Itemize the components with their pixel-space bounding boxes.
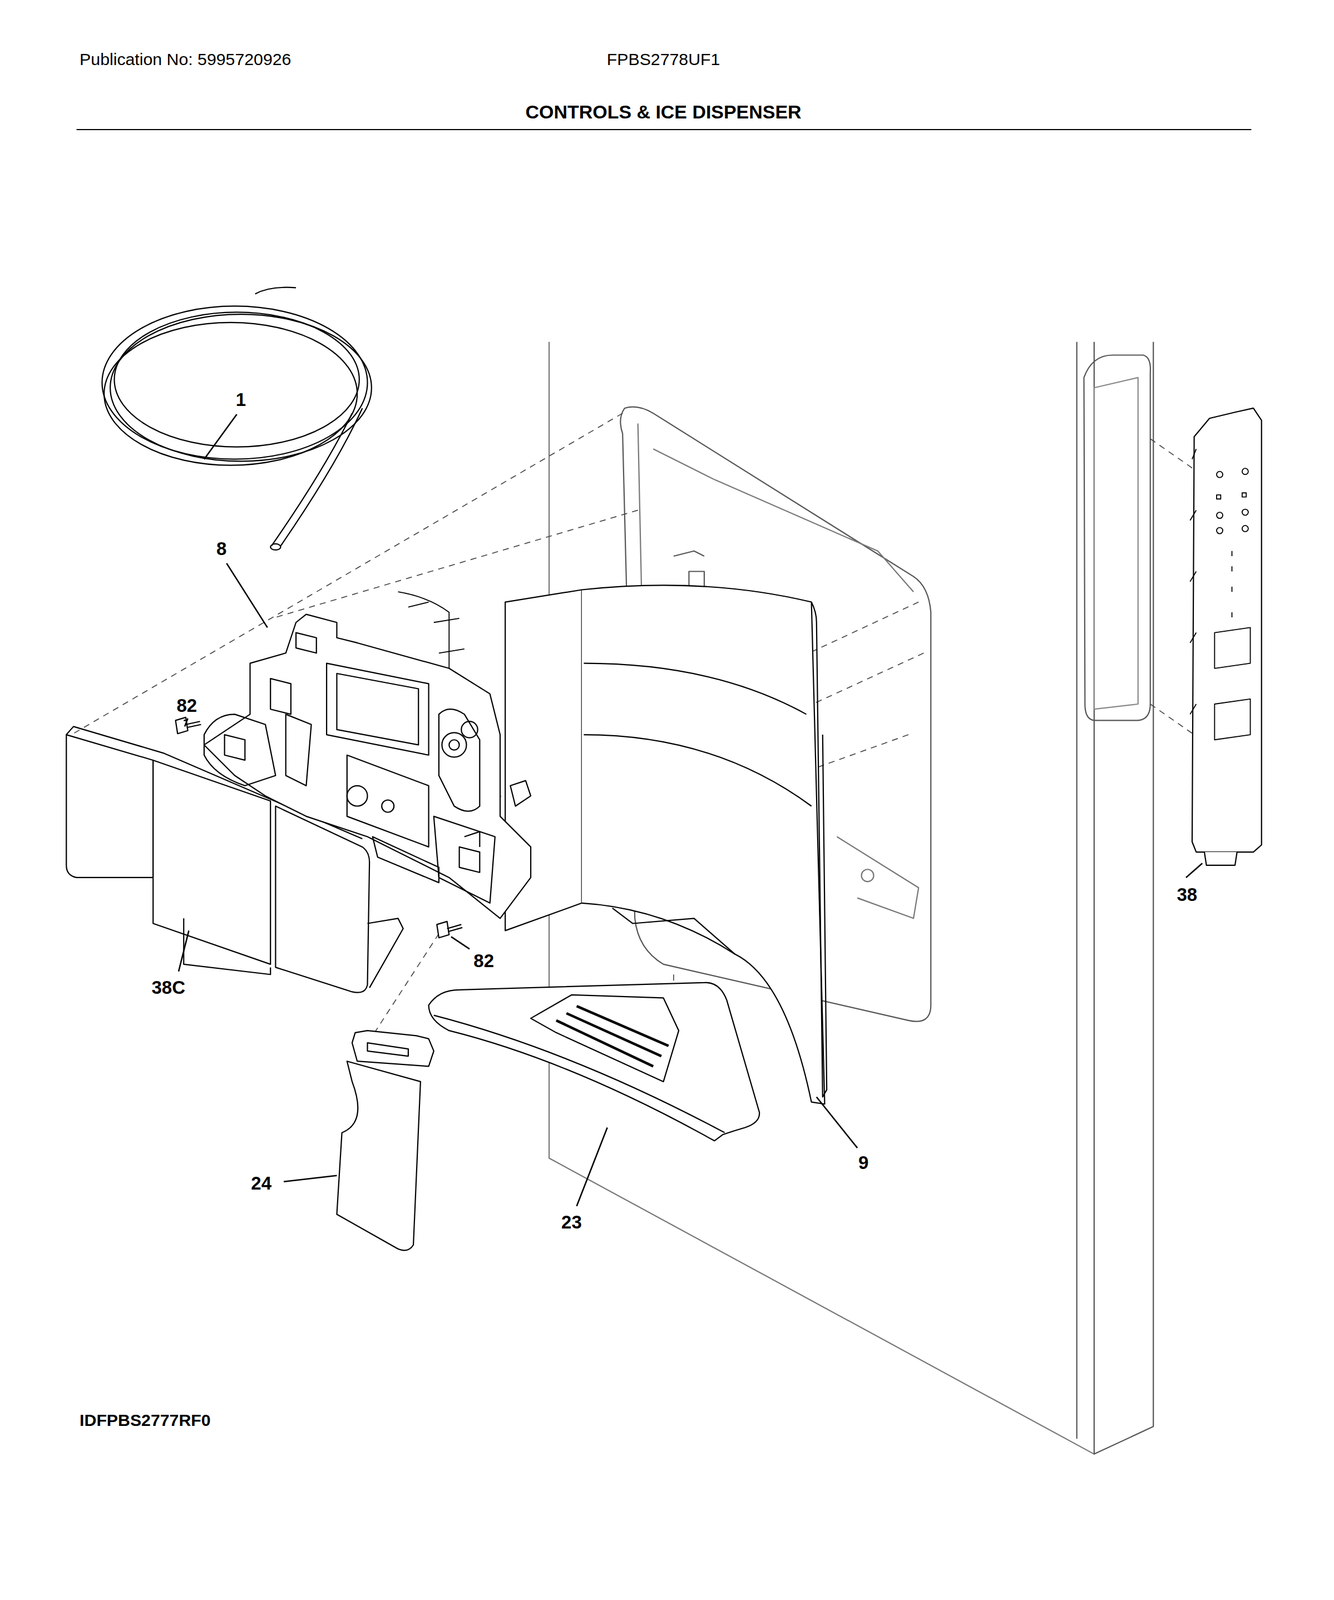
- page-title: CONTROLS & ICE DISPENSER: [525, 101, 802, 123]
- callout-number: 1: [235, 389, 246, 410]
- callout-number: 38: [1176, 885, 1198, 906]
- callout-number: 82: [473, 951, 494, 972]
- callout-number: 24: [250, 1173, 272, 1194]
- callout-number: 38C: [151, 977, 186, 998]
- callout-number: 9: [858, 1153, 869, 1174]
- callout-number: 8: [216, 539, 227, 560]
- illustration-id: IDFPBS2777RF0: [79, 1411, 211, 1430]
- publication-number: Publication No: 5995720926: [79, 50, 291, 69]
- callout-number: 82: [176, 695, 197, 716]
- model-number: FPBS2778UF1: [606, 50, 721, 69]
- callout-number: 23: [561, 1212, 582, 1233]
